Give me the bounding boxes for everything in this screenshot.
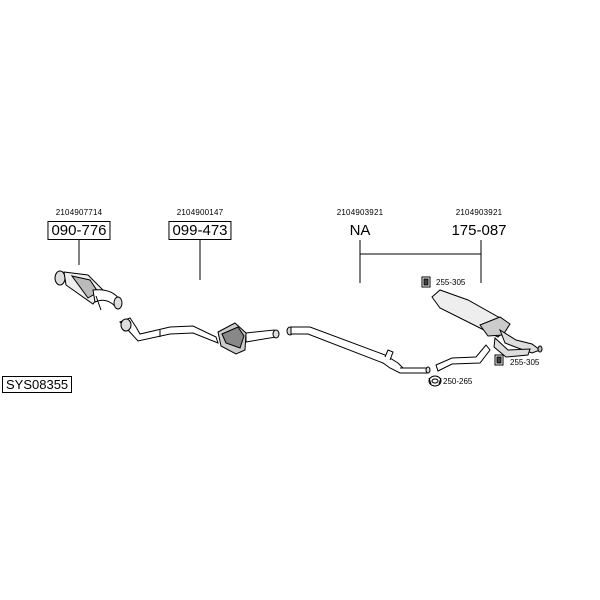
part-1-code: 090-776: [47, 221, 111, 240]
front-pipe-part: [54, 270, 123, 311]
clamp-fitting-1: [421, 276, 431, 288]
rear-silencer-part: [431, 289, 543, 372]
part-4-ref: 2104903921: [455, 208, 503, 217]
part-3-code: NA: [349, 222, 371, 239]
part-4-code: 175-087: [451, 222, 507, 239]
part-3-ref: 2104903921: [336, 208, 384, 217]
fitting-1-code: 255-305: [436, 278, 466, 287]
fitting-2-code: 255-305: [510, 358, 540, 367]
intermediate-pipe-part: [119, 317, 280, 355]
ring-fitting: [428, 375, 442, 387]
part-2-code: 099-473: [168, 221, 232, 240]
clamp-fitting-2: [494, 354, 504, 366]
system-code-label: SYS08355: [2, 376, 73, 393]
part-1-ref: 2104907714: [55, 208, 103, 217]
part-2-ref: 2104900147: [176, 208, 224, 217]
fitting-3-code: 250-265: [443, 377, 473, 386]
middle-pipe-part: [286, 326, 431, 374]
